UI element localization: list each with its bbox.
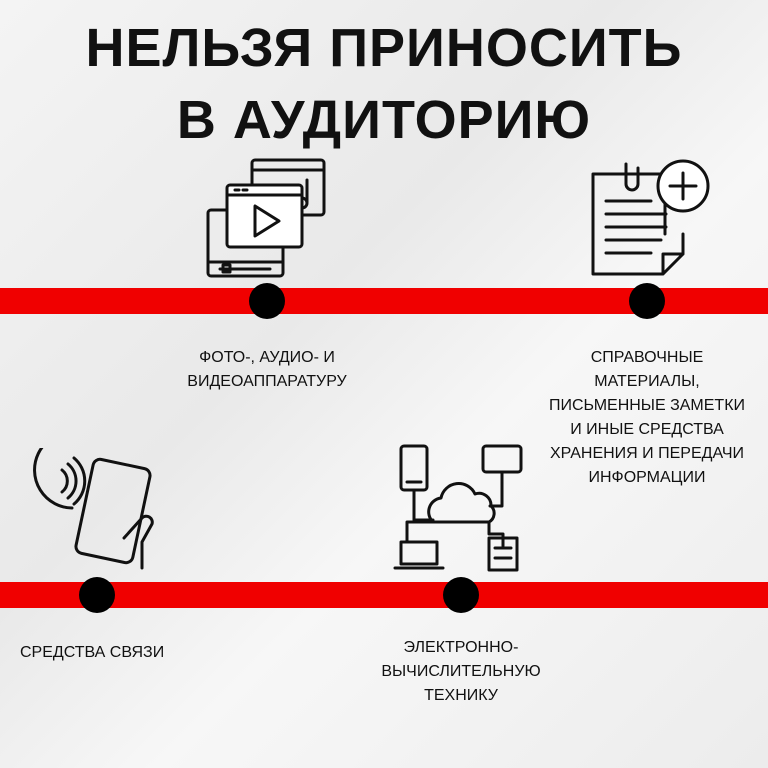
- label-line: ХРАНЕНИЯ И ПЕРЕДАЧИ: [549, 445, 745, 462]
- label-line: ИНФОРМАЦИИ: [588, 469, 706, 486]
- label-line: СРЕДСТВА СВЯЗИ: [20, 644, 165, 661]
- timeline-dot: [443, 577, 479, 613]
- timeline-dot: [79, 577, 115, 613]
- label-line: СПРАВОЧНЫЕ: [590, 349, 704, 366]
- cloud-network-icon: [393, 442, 528, 577]
- label-line: ФОТО-, АУДИО- И: [199, 349, 335, 366]
- label-line: МАТЕРИАЛЫ,: [594, 373, 700, 390]
- label-line: ТЕХНИКУ: [424, 687, 498, 704]
- title-line-2: В АУДИТОРИЮ: [176, 90, 592, 150]
- item-label-media: ФОТО-, АУДИО- И ВИДЕОАППАРАТУРУ: [167, 346, 367, 394]
- item-label-communication: СРЕДСТВА СВЯЗИ: [20, 641, 164, 665]
- timeline-dot: [629, 283, 665, 319]
- label-line: ВИДЕОАППАРАТУРУ: [187, 373, 347, 390]
- timeline-bar-bottom: [0, 582, 768, 608]
- label-line: ВЫЧИСЛИТЕЛЬНУЮ: [381, 663, 541, 680]
- item-label-notes: СПРАВОЧНЫЕ МАТЕРИАЛЫ, ПИСЬМЕННЫЕ ЗАМЕТКИ…: [527, 346, 767, 490]
- label-line: И ИНЫЕ СРЕДСТВА: [570, 421, 724, 438]
- page-title: НЕЛЬЗЯ ПРИНОСИТЬ В АУДИТОРИЮ: [0, 12, 768, 156]
- label-line: ЭЛЕКТРОННО-: [403, 639, 519, 656]
- item-label-computers: ЭЛЕКТРОННО- ВЫЧИСЛИТЕЛЬНУЮ ТЕХНИКУ: [351, 636, 571, 708]
- timeline-dot: [249, 283, 285, 319]
- notes-plus-icon: [588, 156, 713, 286]
- media-player-icon: [205, 158, 330, 285]
- contactless-phone-icon: [32, 430, 162, 578]
- title-line-1: НЕЛЬЗЯ ПРИНОСИТЬ: [85, 18, 683, 78]
- label-line: ПИСЬМЕННЫЕ ЗАМЕТКИ: [548, 397, 746, 414]
